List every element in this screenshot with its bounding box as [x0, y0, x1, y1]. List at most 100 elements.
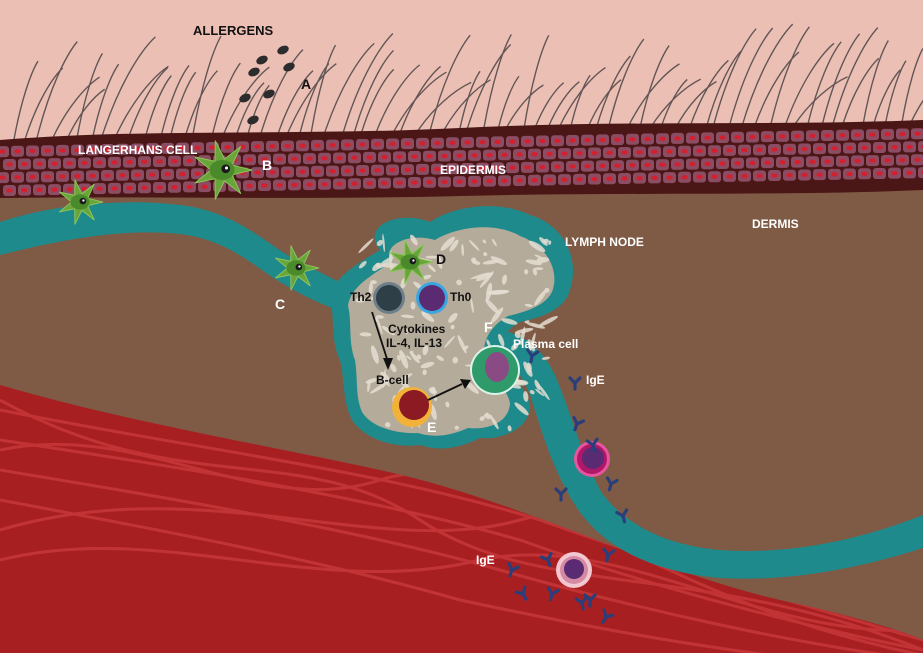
epidermis-cell: [423, 150, 436, 162]
epidermis-cell: [798, 143, 811, 155]
epidermis-cell: [0, 146, 9, 158]
epidermis-cell: [506, 136, 519, 148]
epidermis-cell: [221, 141, 234, 153]
epidermis-cell: [738, 144, 751, 156]
epidermis-cell: [708, 171, 721, 183]
epidermis-cell: [551, 135, 564, 147]
allergen-particles: [239, 45, 295, 125]
epidermis-cell: [198, 181, 211, 193]
epidermis-cell: [723, 170, 736, 182]
epidermis-cell: [78, 157, 91, 169]
epidermis-cell: [393, 177, 406, 189]
epidermis-cell: [753, 144, 766, 156]
label-cytokines: Cytokines: [388, 322, 446, 336]
epidermis-cell: [378, 151, 391, 163]
epidermis-cell: [33, 184, 46, 196]
epidermis-cell: [416, 163, 429, 175]
label-allergens: ALLERGENS: [193, 23, 274, 38]
langerhans-cell-c: [275, 245, 320, 291]
epidermis-cell: [311, 139, 324, 151]
epidermis-cell: [813, 143, 826, 155]
epidermis-cell: [618, 146, 631, 158]
epidermis-cell: [326, 165, 339, 177]
epidermis-cell: [911, 128, 923, 140]
label-a: A: [301, 76, 311, 92]
epidermis-cell: [843, 142, 856, 154]
epidermis-cell: [558, 148, 571, 160]
epidermis-cell: [461, 163, 474, 175]
epidermis-cell: [588, 147, 601, 159]
epidermis-cell: [528, 148, 541, 160]
epidermis-cell: [453, 176, 466, 188]
epidermis-cell: [828, 168, 841, 180]
epidermis-cell: [708, 145, 721, 157]
ige-antibody: [539, 551, 553, 568]
b-cell: [392, 387, 432, 427]
ige-antibody: [526, 348, 540, 364]
epidermis-cell: [701, 158, 714, 170]
epidermis-cell: [116, 143, 129, 155]
epidermis-cell: [446, 137, 459, 149]
epidermis-cell: [626, 133, 639, 145]
epidermis-cell: [573, 147, 586, 159]
epidermis-cell: [11, 171, 24, 183]
epidermis-cell: [266, 166, 279, 178]
label-th2: Th2: [350, 290, 372, 304]
epidermis-cell: [63, 183, 76, 195]
epidermis-cell: [903, 167, 916, 179]
epidermis-cell: [633, 172, 646, 184]
epidermis-cell: [371, 164, 384, 176]
epidermis-cell: [468, 149, 481, 161]
epidermis-cell: [716, 158, 729, 170]
epidermis-cell: [836, 129, 849, 141]
epidermis-cell: [693, 171, 706, 183]
epidermis-cell: [371, 138, 384, 150]
epidermis-cell: [888, 167, 901, 179]
epidermis-cell: [63, 157, 76, 169]
epidermis-cell: [806, 130, 819, 142]
epidermis-cell: [656, 133, 669, 145]
epidermis-cell: [858, 142, 871, 154]
epidermis-cell: [603, 173, 616, 185]
epidermis-cell: [581, 134, 594, 146]
epidermis-cell: [356, 139, 369, 151]
epidermis-cell: [281, 140, 294, 152]
epidermis-cell: [18, 184, 31, 196]
langerhans-cell-b: [194, 140, 253, 200]
epidermis-cell: [296, 166, 309, 178]
epidermis-cell: [176, 168, 189, 180]
epidermis-cell: [611, 134, 624, 146]
epidermis-cell: [768, 170, 781, 182]
epidermis-cell: [438, 150, 451, 162]
epidermis-cell: [498, 149, 511, 161]
blood-vessel-fibers: [0, 398, 923, 653]
epidermis-cell: [446, 163, 459, 175]
epidermis-cell: [551, 161, 564, 173]
epidermis-cell: [483, 175, 496, 187]
langerhans-cell-dermis: [59, 179, 104, 225]
epidermis-cell: [588, 173, 601, 185]
epidermis-cell: [776, 130, 789, 142]
epidermis-cell: [731, 157, 744, 169]
epidermis-cell: [363, 177, 376, 189]
epidermis-cell: [138, 182, 151, 194]
th2-cell: [373, 282, 405, 314]
epidermis-cell: [738, 170, 751, 182]
epidermis-cell: [3, 184, 16, 196]
epidermis-cell: [836, 155, 849, 167]
epidermis-cell: [648, 146, 661, 158]
label-dermis: DERMIS: [752, 217, 799, 231]
epidermis-cell: [506, 162, 519, 174]
epidermis-cell: [243, 180, 256, 192]
epidermis-cell: [693, 145, 706, 157]
epidermis-cell: [191, 168, 204, 180]
epidermis-cell: [776, 156, 789, 168]
epidermis-cell: [671, 158, 684, 170]
epidermis-cell: [476, 162, 489, 174]
epidermis-cell: [86, 144, 99, 156]
epidermis-cell: [153, 156, 166, 168]
epidermis-cell: [918, 167, 923, 179]
epidermis-cell: [896, 128, 909, 140]
epidermis-cell: [723, 144, 736, 156]
